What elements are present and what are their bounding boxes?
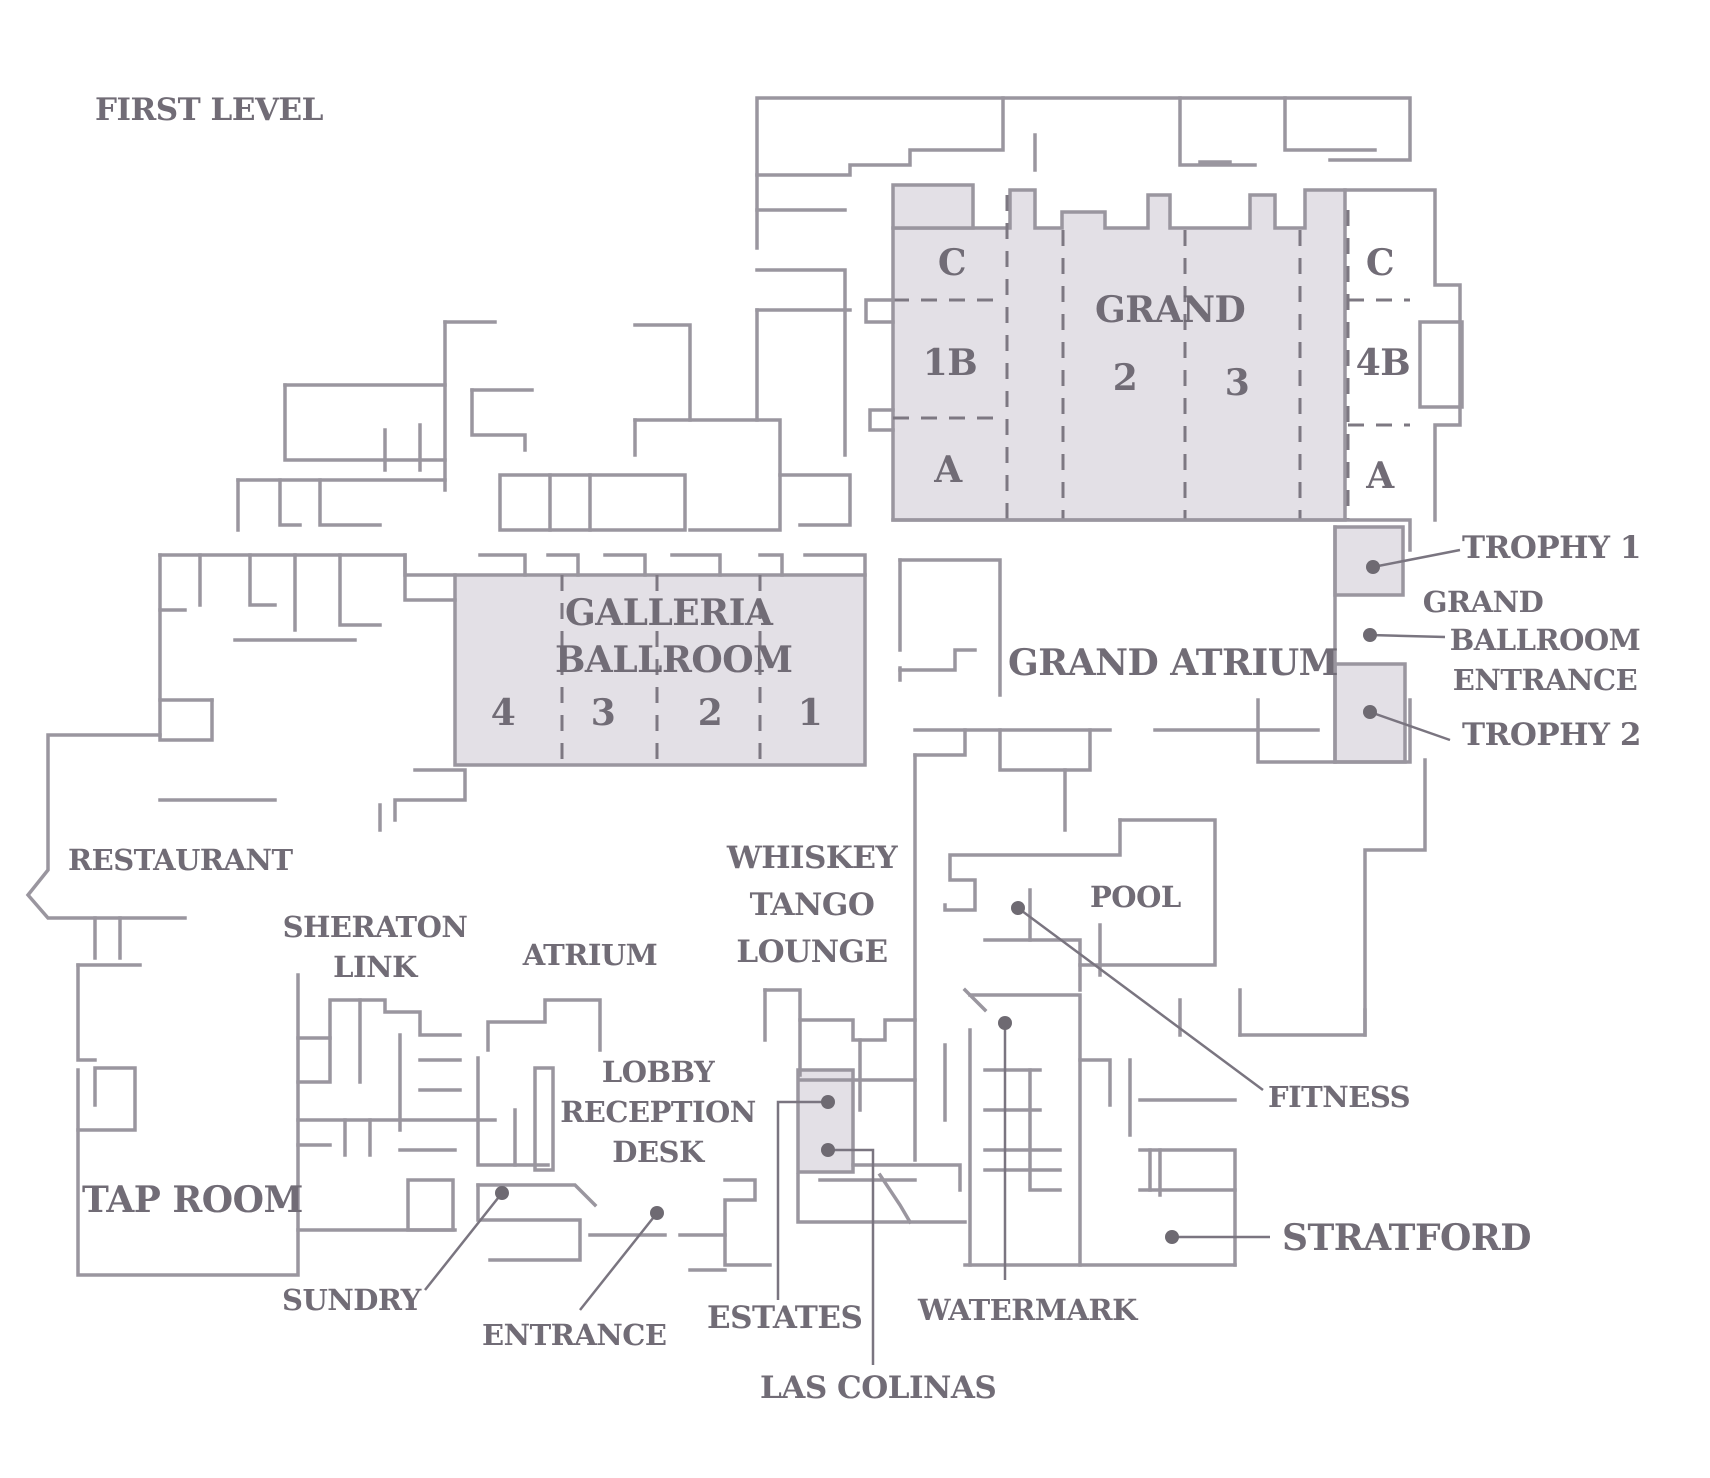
lobby-reception-desk-line3[interactable]: DESK — [612, 1135, 706, 1169]
grand-section-1b[interactable]: 1B — [923, 342, 978, 384]
sundry-label[interactable]: SUNDRY — [282, 1283, 422, 1317]
fitness-label[interactable]: FITNESS — [1268, 1080, 1411, 1114]
entrance-marker — [650, 1206, 664, 1220]
partition-lines — [560, 195, 1410, 765]
grand-section-a-right[interactable]: A — [1365, 455, 1396, 497]
grand-section-3[interactable]: 3 — [1225, 362, 1250, 404]
sheraton-link-line1[interactable]: SHERATON — [283, 910, 468, 944]
grand-ballroom-annex — [891, 183, 975, 230]
whiskey-tango-lounge-line1[interactable]: WHISKEY — [726, 840, 899, 876]
grand-atrium-label[interactable]: GRAND ATRIUM — [1008, 642, 1339, 684]
trophy-1-marker — [1366, 560, 1380, 574]
atrium-label[interactable]: ATRIUM — [522, 938, 658, 972]
trophy-1-room[interactable] — [1333, 525, 1405, 597]
sundry-marker — [495, 1186, 509, 1200]
trophy-1-label[interactable]: TROPHY 1 — [1462, 530, 1641, 566]
labels: FIRST LEVEL GRAND C 1B A 2 3 C 4B A GALL… — [68, 92, 1641, 1406]
walls — [25, 96, 1464, 1277]
grand-ballroom-area[interactable] — [891, 188, 1347, 522]
estates-marker — [821, 1095, 835, 1109]
lobby-reception-desk-line1[interactable]: LOBBY — [602, 1055, 716, 1089]
grand-ballroom-entrance-line1[interactable]: GRAND — [1423, 585, 1544, 619]
whiskey-tango-lounge-line3[interactable]: LOUNGE — [736, 934, 888, 970]
trophy-2-marker — [1363, 705, 1377, 719]
grand-section-a-left[interactable]: A — [933, 449, 964, 491]
trophy-2-label[interactable]: TROPHY 2 — [1462, 717, 1641, 753]
entrance-label[interactable]: ENTRANCE — [482, 1318, 667, 1352]
watermark-label[interactable]: WATERMARK — [917, 1293, 1140, 1327]
las-colinas-label[interactable]: LAS COLINAS — [760, 1370, 997, 1406]
galleria-section-3[interactable]: 3 — [591, 692, 616, 734]
grand-section-4b[interactable]: 4B — [1356, 342, 1411, 384]
restaurant-label[interactable]: RESTAURANT — [68, 843, 294, 877]
estates-label[interactable]: ESTATES — [707, 1300, 863, 1336]
sheraton-link-line2[interactable]: LINK — [333, 950, 419, 984]
grand-label[interactable]: GRAND — [1095, 289, 1246, 331]
shaded-rooms — [453, 183, 1407, 1174]
galleria-ballroom-area[interactable] — [453, 573, 867, 767]
watermark-marker — [998, 1016, 1012, 1030]
grand-ballroom-entrance-line3[interactable]: ENTRANCE — [1453, 663, 1638, 697]
galleria-section-2[interactable]: 2 — [698, 692, 723, 734]
galleria-label-line1[interactable]: GALLERIA — [565, 592, 774, 634]
estates-las-colinas-rooms[interactable] — [796, 1068, 855, 1174]
galleria-label-line2[interactable]: BALLROOM — [555, 639, 793, 681]
grand-section-c-left[interactable]: C — [938, 242, 967, 284]
level-title: FIRST LEVEL — [95, 92, 324, 128]
grand-ballroom-entrance-line2[interactable]: BALLROOM — [1450, 623, 1641, 657]
galleria-section-4[interactable]: 4 — [491, 692, 516, 734]
stratford-label[interactable]: STRATFORD — [1282, 1217, 1532, 1259]
grand-section-c-right[interactable]: C — [1366, 242, 1395, 284]
grand-section-2[interactable]: 2 — [1113, 357, 1138, 399]
galleria-section-1[interactable]: 1 — [798, 692, 823, 734]
fitness-marker — [1011, 901, 1025, 915]
leader-lines — [424, 548, 1461, 1365]
whiskey-tango-lounge-line2[interactable]: TANGO — [750, 887, 875, 923]
las-colinas-marker — [821, 1143, 835, 1157]
grand-ballroom-entrance-marker — [1363, 628, 1377, 642]
stratford-marker — [1165, 1230, 1179, 1244]
lobby-reception-desk-line2[interactable]: RECEPTION — [560, 1095, 756, 1129]
tap-room-label[interactable]: TAP ROOM — [82, 1179, 303, 1221]
pool-label[interactable]: POOL — [1090, 880, 1181, 914]
